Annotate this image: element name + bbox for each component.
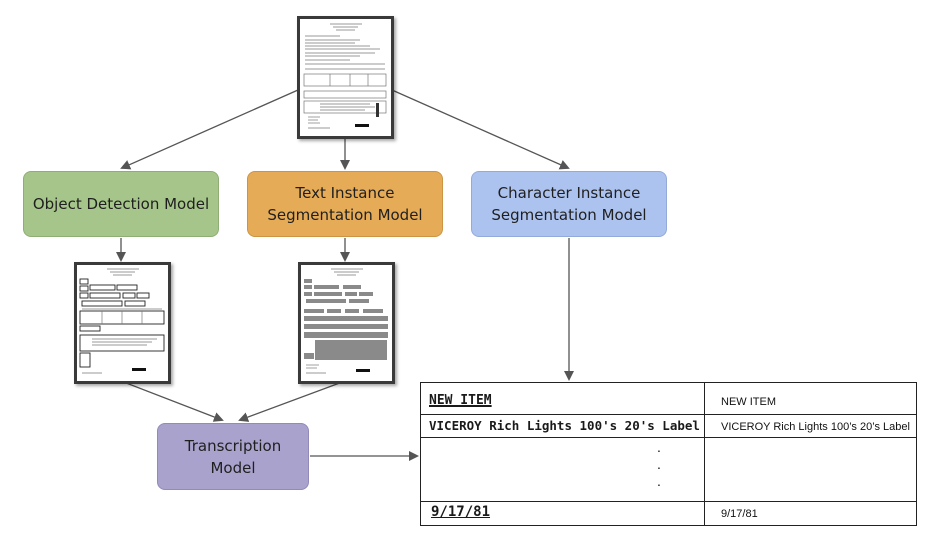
- text-instance-segmentation-model-box: Text Instance Segmentation Model: [247, 171, 443, 237]
- table-row-divider: [421, 501, 916, 502]
- arrow-doc-to-char-segmentation: [391, 89, 570, 170]
- transcription-model-label: Transcription Model: [184, 436, 282, 477]
- table-row-3-ellipsis: . . .: [657, 439, 661, 489]
- table-row-1-image-text: NEW ITEM: [429, 393, 492, 408]
- table-row-4-transcribed-text: 9/17/81: [721, 508, 758, 520]
- character-instance-segmentation-model-label: Character Instance Segmentation Model: [491, 184, 647, 224]
- arrow-segmented-doc-to-transcription: [238, 380, 346, 422]
- table-row-2-transcribed-text: VICEROY Rich Lights 100’s 20’s Label: [721, 421, 910, 433]
- arrow-doc-to-object-detection: [120, 89, 299, 170]
- arrow-detected-doc-to-transcription: [120, 380, 224, 422]
- transcription-result-table: NEW ITEM NEW ITEM VICEROY Rich Lights 10…: [420, 382, 917, 526]
- document-segmented-text: [304, 268, 388, 374]
- table-row-4-image-text: 9/17/81: [431, 504, 491, 520]
- table-column-divider: [704, 383, 705, 525]
- text-instance-segmentation-model-label: Text Instance Segmentation Model: [267, 184, 423, 224]
- document-detected-boxes: [79, 268, 165, 374]
- object-detection-output-document: [74, 262, 171, 384]
- table-row-divider: [421, 414, 916, 415]
- character-instance-segmentation-model-box: Character Instance Segmentation Model: [471, 171, 667, 237]
- object-detection-model-box: Object Detection Model: [23, 171, 219, 237]
- table-row-1-transcribed-text: NEW ITEM: [721, 396, 776, 408]
- text-segmentation-output-document: [298, 262, 395, 384]
- document-form-lines: [303, 23, 387, 129]
- table-row-2-image-text: VICEROY Rich Lights 100's 20's Label: [429, 418, 700, 433]
- transcription-model-box: Transcription Model: [157, 423, 309, 490]
- table-row-divider: [421, 437, 916, 438]
- object-detection-model-label: Object Detection Model: [32, 195, 210, 213]
- source-document-thumbnail: [297, 16, 394, 139]
